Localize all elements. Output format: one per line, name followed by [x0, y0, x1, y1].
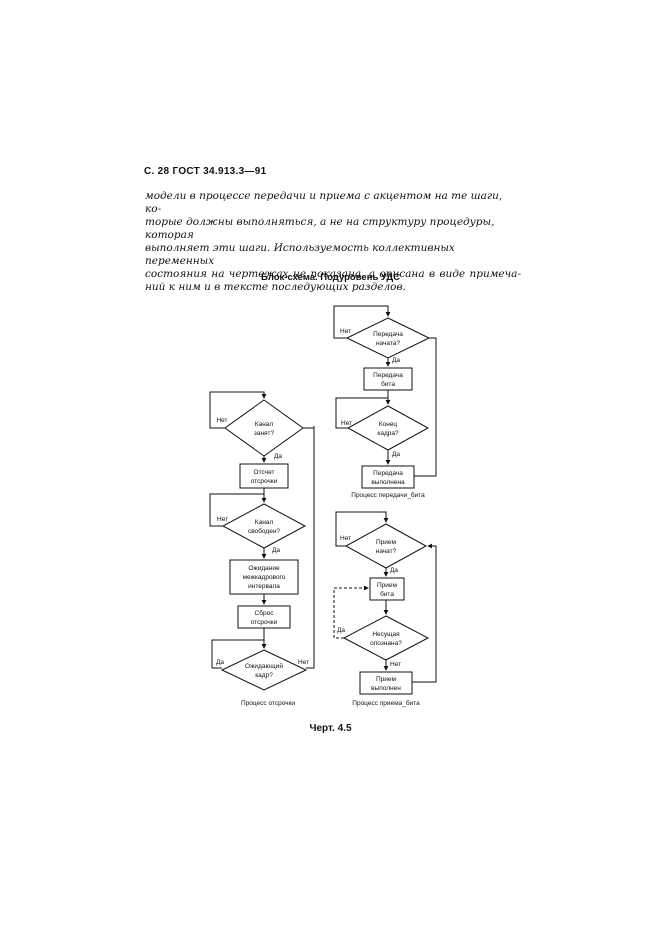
carrier-lost-line2: опознана? — [370, 640, 402, 647]
receive-start-line2: начат? — [376, 548, 397, 555]
receive-done-line1: Прием — [376, 676, 397, 683]
decision-channel-free — [221, 503, 307, 549]
rt-label-no: Нет — [340, 328, 351, 335]
right-top-caption: Процесс передачи_бита — [351, 491, 425, 499]
decision-waiting-frame — [220, 649, 308, 691]
paragraph-line: торые должны выполняться, а не на структ… — [145, 216, 495, 241]
rt-label-no-2: Нет — [341, 420, 352, 427]
receive-start-line1: Прием — [376, 539, 397, 546]
channel-busy-line2: занят? — [254, 430, 275, 437]
paragraph-line: модели в процессе передачи и приема с ак… — [145, 190, 503, 215]
body-paragraph: модели в процессе передачи и приема с ак… — [145, 190, 521, 294]
end-frame-line1: Конец — [379, 421, 398, 428]
transmit-start-line2: начата? — [376, 340, 400, 347]
decision-channel-busy — [224, 399, 304, 457]
receive-done-line2: выполнен — [371, 685, 401, 692]
end-frame-line2: кадра? — [377, 430, 399, 437]
decision-carrier-lost — [342, 615, 430, 661]
left-label-yes-3: Да — [216, 659, 224, 666]
rb-label-yes: Да — [390, 567, 398, 574]
receive-bit-line1: Прием — [377, 582, 398, 589]
decision-end-frame — [346, 405, 430, 451]
rt-label-yes: Да — [392, 357, 400, 364]
process-transmit-done — [361, 465, 415, 489]
paragraph-line: ний к ним и в тексте последующих раздело… — [145, 281, 406, 293]
right-bottom-caption: Процесс приема_бита — [352, 699, 420, 707]
decision-receive-start — [344, 523, 428, 569]
receive-bit-line2: бита — [380, 590, 394, 598]
wait-interframe-line2: межкадрового — [243, 574, 286, 581]
carrier-lost-line1: Несущая — [372, 631, 400, 638]
channel-busy-line1: Канал — [255, 421, 274, 428]
decision-transmit-start — [345, 317, 431, 359]
figure-caption: Черт. 4.5 — [309, 723, 352, 734]
rb-label-yes-2: Да — [337, 627, 345, 634]
wait-interframe-line3: интервала — [248, 583, 280, 590]
channel-free-line1: Канал — [255, 519, 274, 526]
left-label-yes: Да — [274, 453, 282, 460]
waiting-frame-line2: кадр? — [255, 672, 273, 679]
rb-label-no-2: Нет — [390, 661, 401, 668]
transmit-done-line2: выполнена — [371, 479, 405, 486]
waiting-frame-line1: Ожидающий — [245, 662, 283, 670]
transmit-bit-line1: Передача — [373, 372, 403, 379]
left-label-no-3: Нет — [298, 659, 309, 666]
left-label-no: Нет — [216, 417, 227, 424]
reset-delay-line1: Сброс — [255, 609, 275, 617]
paragraph-line: состояния на чертежах не показана, а опи… — [145, 268, 521, 280]
left-chart-caption: Процесс отсрочки — [241, 700, 295, 707]
rt-label-yes-2: Да — [392, 451, 400, 458]
left-label-no-2: Нет — [217, 516, 228, 523]
process-receive-done — [359, 671, 413, 695]
wait-interframe-line1: Ожидание — [248, 565, 280, 572]
transmit-done-line1: Передача — [373, 470, 403, 477]
transmit-bit-line2: бита — [381, 380, 395, 388]
left-label-yes-2: Да — [272, 547, 280, 554]
count-delay-line1: Отсчет — [254, 469, 275, 476]
channel-free-line2: свободен? — [248, 527, 280, 535]
paragraph-line: выполняет эти шаги. Используемость колле… — [145, 242, 455, 267]
process-receive-bit — [369, 577, 405, 601]
figure-title: Блок-схема. Подуровень УДС — [261, 272, 400, 283]
transmit-start-line1: Передача — [373, 331, 403, 338]
rb-label-no: Нет — [340, 535, 351, 542]
page-header: С. 28 ГОСТ 34.913.3—91 — [144, 166, 267, 177]
count-delay-line2: отсрочки — [251, 478, 278, 485]
reset-delay-line2: отсрочки — [251, 619, 278, 626]
